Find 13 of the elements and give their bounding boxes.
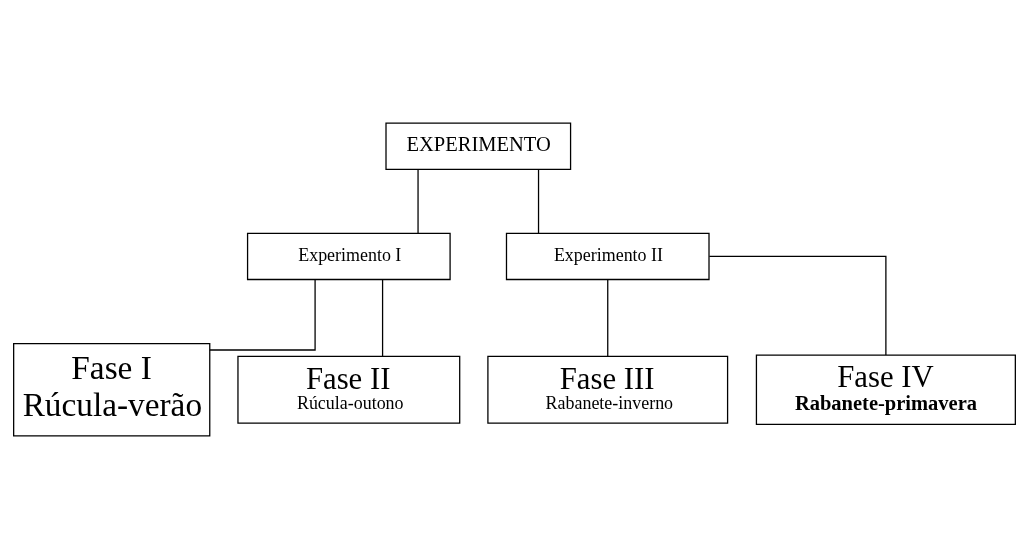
- connector: [209, 278, 316, 351]
- node-box: Fase III Rabanete-inverno: [487, 355, 729, 424]
- node-box: Fase II Rúcula-outono: [237, 355, 461, 424]
- connector: [607, 278, 609, 357]
- node-box: Experimento II: [505, 232, 710, 280]
- node-box: Experimento I: [246, 232, 451, 280]
- node-box: Fase I Rúcula-verão: [13, 342, 211, 436]
- connector: [537, 168, 540, 234]
- connector: [381, 278, 384, 357]
- node-box: EXPERIMENTO: [385, 122, 572, 170]
- connector: [417, 168, 419, 234]
- connector: [708, 255, 887, 356]
- node-box: Fase IV Rabanete-primavera: [755, 354, 1016, 425]
